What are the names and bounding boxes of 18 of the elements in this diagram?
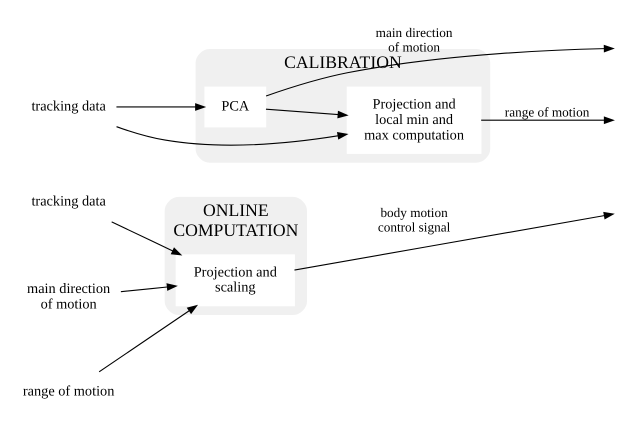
- edge-label: body motion control signal: [378, 204, 450, 234]
- node-text: tracking data: [31, 98, 106, 114]
- node-box: Projection and local min and max computation: [346, 86, 482, 154]
- arrow: [116, 126, 349, 146]
- node-box: PCA: [204, 86, 266, 127]
- node-text: range of motion: [22, 382, 114, 399]
- arrow: [266, 44, 615, 96]
- node-text: tracking data: [31, 193, 106, 210]
- arrow: [98, 304, 198, 372]
- node-box: Projection and scaling: [176, 254, 295, 306]
- arrow: [120, 282, 178, 292]
- arrow: [481, 116, 615, 124]
- arrow: [111, 220, 182, 256]
- edge-label: range of motion: [504, 104, 590, 119]
- arrow: [116, 102, 206, 110]
- arrow: [266, 108, 349, 118]
- arrow: [294, 211, 615, 270]
- node-text: main direction of motion: [27, 280, 110, 312]
